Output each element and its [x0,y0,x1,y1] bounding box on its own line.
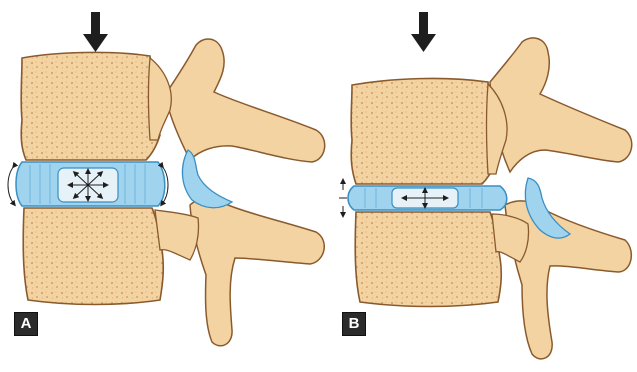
vertebral-body-upper-a [21,52,160,160]
vertebral-body-lower-b [355,212,501,307]
panel-b [339,12,632,359]
panel-label-a: A [14,312,38,336]
posterior-process-upper-a [165,39,325,162]
vertebral-body-lower-a [23,208,163,305]
facet-joint-cartilage-a [182,150,232,208]
panel-label-b: B [342,312,366,336]
curved-double-arrow-icon [8,166,14,204]
posterior-process-lower-a [190,198,324,346]
panel-a [8,12,325,346]
posterior-process-upper-b [490,38,632,172]
pedicle-upper-a [149,58,172,140]
vertical-double-arrow-icon [339,181,347,215]
down-arrow-icon [83,12,108,52]
down-arrow-icon [411,12,436,52]
vertebral-body-upper-b [351,78,495,184]
